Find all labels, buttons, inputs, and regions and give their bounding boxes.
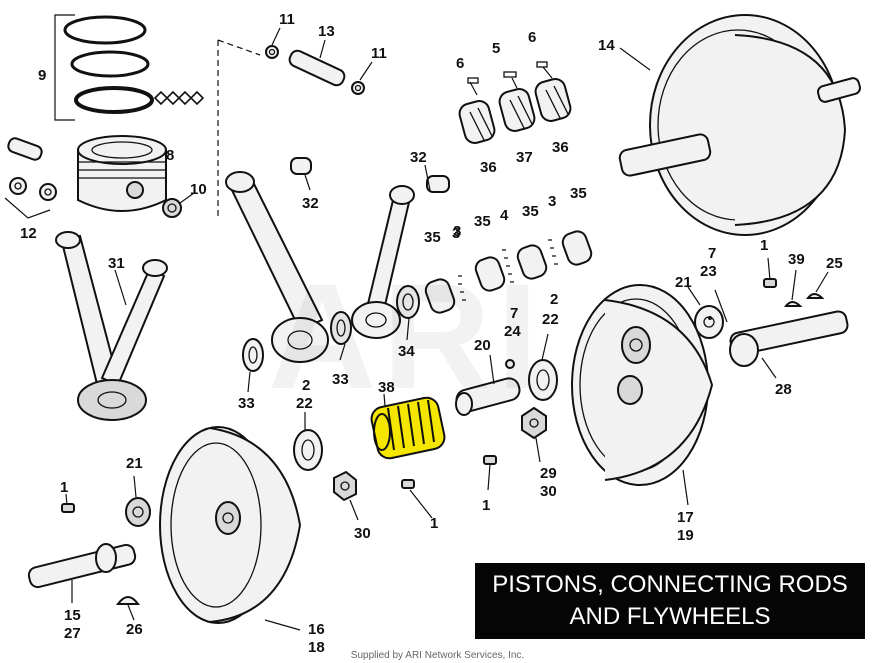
washers-and-nuts bbox=[293, 359, 558, 502]
callout-35a: 35 bbox=[570, 185, 587, 202]
callout-3c: 3 bbox=[452, 225, 460, 242]
bushings-32 bbox=[290, 157, 450, 193]
callout-35c: 35 bbox=[474, 213, 491, 230]
roller-cages bbox=[424, 230, 593, 314]
callout-1d: 1 bbox=[482, 497, 490, 514]
connecting-rod-right bbox=[351, 185, 415, 339]
callout-35b: 35 bbox=[522, 203, 539, 220]
callout-36a: 36 bbox=[480, 159, 497, 176]
callout-26: 26 bbox=[126, 621, 143, 638]
diagram-title-line1: PISTONS, CONNECTING RODS bbox=[492, 571, 848, 598]
callout-7a: 7 bbox=[708, 245, 716, 262]
callout-21b: 21 bbox=[126, 455, 143, 472]
callout-38: 38 bbox=[378, 379, 395, 396]
callout-labels: 11 13 11 9 6 5 6 14 8 36 37 36 12 10 32 … bbox=[20, 11, 843, 656]
callout-32a: 32 bbox=[410, 149, 427, 166]
callout-17: 17 bbox=[677, 509, 694, 526]
piston-pin bbox=[217, 27, 373, 220]
left-shaft bbox=[27, 316, 712, 589]
callout-31: 31 bbox=[108, 255, 125, 272]
piston-rings bbox=[54, 14, 205, 121]
diagram-title-box: PISTONS, CONNECTING RODS AND FLYWHEELS bbox=[475, 563, 865, 639]
callout-10: 10 bbox=[190, 181, 207, 198]
callout-15: 15 bbox=[64, 607, 81, 624]
watermark: ARI bbox=[268, 252, 545, 420]
callout-4: 4 bbox=[500, 207, 509, 224]
callout-30b: 30 bbox=[354, 525, 371, 542]
diagram-title-line2: AND FLYWHEELS bbox=[569, 603, 771, 630]
callout-12: 12 bbox=[20, 225, 37, 242]
callout-22a: 22 bbox=[542, 311, 559, 328]
callout-29: 29 bbox=[540, 465, 557, 482]
callout-16: 16 bbox=[308, 621, 325, 638]
callout-23: 23 bbox=[700, 263, 717, 280]
callout-2a: 2 bbox=[550, 291, 558, 308]
callout-19: 19 bbox=[677, 527, 694, 544]
callout-1b: 1 bbox=[60, 479, 68, 496]
callout-36b: 36 bbox=[552, 139, 569, 156]
callout-33a: 33 bbox=[332, 371, 349, 388]
callout-20: 20 bbox=[474, 337, 491, 354]
callout-22b: 22 bbox=[296, 395, 313, 412]
callout-3a: 3 bbox=[548, 193, 556, 210]
callout-8: 8 bbox=[166, 147, 174, 164]
callout-6b: 6 bbox=[528, 29, 536, 46]
clip-10 bbox=[162, 192, 195, 218]
flywheel-17-19 bbox=[571, 284, 714, 506]
wrist-pin-left bbox=[4, 137, 57, 219]
crank-pin bbox=[455, 359, 521, 416]
callout-14: 14 bbox=[598, 37, 615, 54]
callout-25: 25 bbox=[826, 255, 843, 272]
footer-credit: Supplied by ARI Network Services, Inc. bbox=[350, 650, 525, 661]
callout-5: 5 bbox=[492, 40, 500, 57]
connecting-rod-center bbox=[225, 171, 329, 363]
piston bbox=[77, 135, 167, 212]
callout-35d: 35 bbox=[424, 229, 441, 246]
keys bbox=[116, 293, 825, 605]
callout-28: 28 bbox=[775, 381, 792, 398]
top-bearings bbox=[458, 61, 572, 144]
callout-34: 34 bbox=[398, 343, 415, 360]
callout-37: 37 bbox=[516, 149, 533, 166]
washers bbox=[242, 285, 420, 372]
callout-9: 9 bbox=[38, 67, 46, 84]
callout-24: 24 bbox=[504, 323, 521, 340]
callout-30a: 30 bbox=[540, 483, 557, 500]
connecting-rods-left bbox=[55, 231, 168, 421]
callout-32b: 32 bbox=[302, 195, 319, 212]
callout-27: 27 bbox=[64, 625, 81, 642]
flywheel-14 bbox=[618, 14, 862, 236]
callout-13: 13 bbox=[318, 23, 335, 40]
callout-7b: 7 bbox=[510, 305, 518, 322]
leader-lines bbox=[65, 66, 829, 621]
callout-1c: 1 bbox=[430, 515, 438, 532]
highlighted-bearing-38 bbox=[370, 396, 446, 460]
callout-3b: 3 bbox=[453, 223, 461, 240]
callout-11a: 11 bbox=[279, 11, 295, 28]
callout-39: 39 bbox=[788, 251, 805, 268]
callout-18: 18 bbox=[308, 639, 325, 656]
callout-21a: 21 bbox=[675, 274, 692, 291]
right-shaft bbox=[694, 305, 849, 379]
callout-33b: 33 bbox=[238, 395, 255, 412]
callout-1a: 1 bbox=[760, 237, 768, 254]
callout-11b: 11 bbox=[371, 45, 387, 62]
callout-2b: 2 bbox=[302, 377, 310, 394]
flywheel-16-18 bbox=[159, 426, 302, 631]
callout-6a: 6 bbox=[456, 55, 464, 72]
